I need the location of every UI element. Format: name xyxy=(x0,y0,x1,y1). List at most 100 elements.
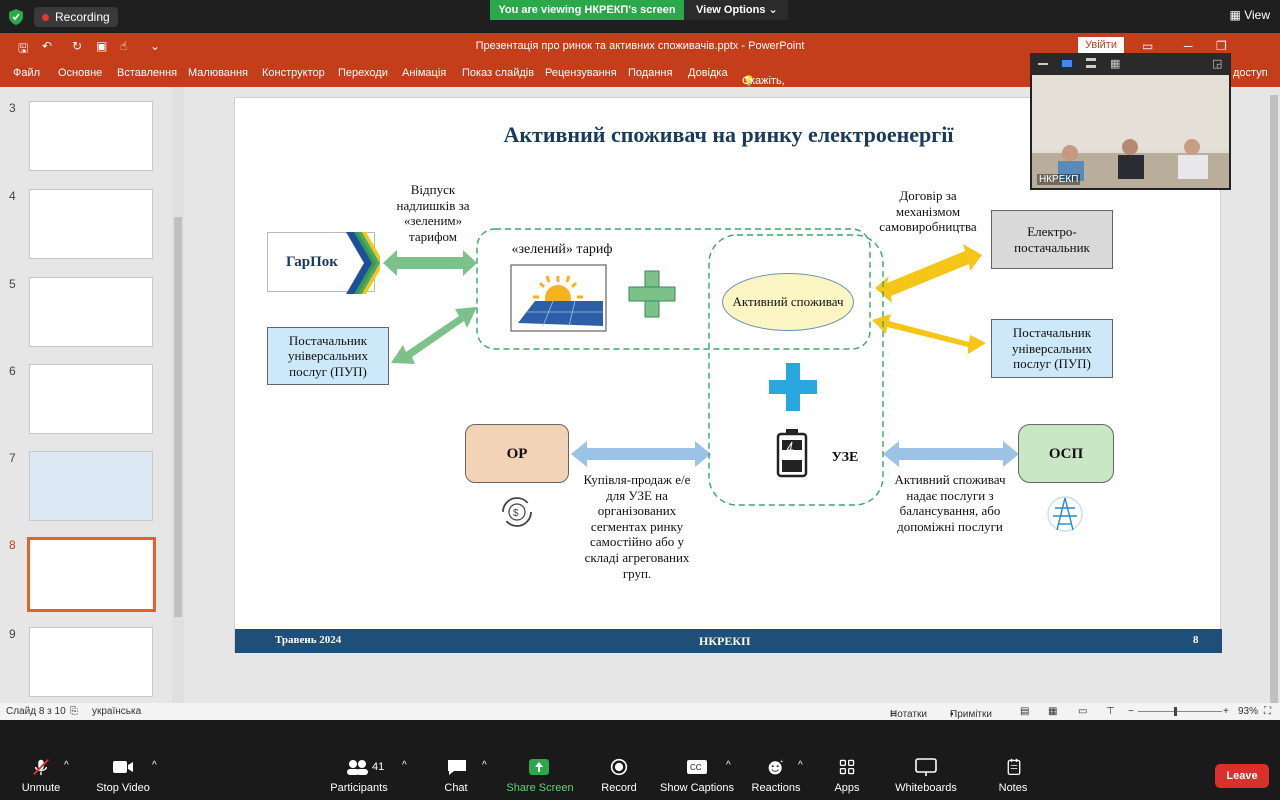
pup-right-label: Постачальник універсальних послуг (ПУП) xyxy=(1011,325,1093,372)
slide-thumbnail-5[interactable] xyxy=(29,277,153,347)
chat-icon[interactable] xyxy=(446,758,468,776)
pip-icon[interactable]: ◲ xyxy=(1212,58,1223,70)
share-screen-icon[interactable] xyxy=(528,758,550,776)
tab-home[interactable]: Основне xyxy=(58,67,103,79)
tab-review[interactable]: Рецензування xyxy=(545,67,617,79)
apps-icon[interactable] xyxy=(836,758,858,776)
thumb-number: 9 xyxy=(9,627,16,641)
sorter-view-icon[interactable]: ▦ xyxy=(1048,706,1058,717)
speaker-view-icon[interactable] xyxy=(1062,60,1072,67)
green-plus-icon xyxy=(628,270,676,318)
record-dot-icon xyxy=(42,13,49,21)
zoom-level[interactable]: 93% xyxy=(1238,706,1259,717)
tab-help[interactable]: Довідка xyxy=(688,67,728,79)
video-camera-icon[interactable] xyxy=(112,758,134,776)
audio-options-chevron-icon[interactable]: ^ xyxy=(64,760,69,771)
elektro-box: Електро-постачальник xyxy=(991,210,1113,269)
gallery-view-icon[interactable]: ▦ xyxy=(1110,58,1121,70)
view-button[interactable]: ▦ View xyxy=(1230,8,1270,22)
slide-thumbnail-3[interactable] xyxy=(29,101,153,171)
chat-button[interactable]: Chat xyxy=(444,782,468,794)
whiteboard-icon[interactable] xyxy=(915,758,937,776)
zoom-slider[interactable] xyxy=(1138,711,1222,712)
thumb-number: 4 xyxy=(9,189,16,203)
record-icon[interactable] xyxy=(608,758,630,776)
captions-chevron-icon[interactable]: ^ xyxy=(726,760,731,771)
window-title: Презентація про ринок та активних спожив… xyxy=(475,40,805,52)
osp-label: ОСП xyxy=(1048,445,1084,462)
notes-icon[interactable] xyxy=(1003,758,1025,776)
scroll-thumb[interactable] xyxy=(1270,95,1278,705)
footer-page: 8 xyxy=(1193,634,1199,646)
captions-icon[interactable]: CC xyxy=(686,758,708,776)
language-label[interactable]: українська xyxy=(92,706,142,717)
camera-toolbar: ▦ ◲ xyxy=(1030,53,1231,75)
recording-indicator[interactable]: Recording xyxy=(34,7,118,27)
apps-button[interactable]: Apps xyxy=(834,782,860,794)
ribbon-display-icon[interactable]: ▭ xyxy=(1142,39,1154,53)
fit-slide-icon[interactable]: ⛶ xyxy=(1264,706,1271,717)
reactions-button[interactable]: Reactions xyxy=(751,782,801,794)
view-options-button[interactable]: View Options ⌄ xyxy=(684,0,788,20)
zoom-out-icon[interactable]: − xyxy=(1128,706,1134,717)
save-icon[interactable]: 🖫 xyxy=(18,41,29,55)
tab-file[interactable]: Файл xyxy=(13,67,41,79)
minimize-icon[interactable]: ─ xyxy=(1184,39,1193,53)
garpok-chevron-icon xyxy=(346,232,380,294)
leave-button[interactable]: Leave xyxy=(1215,764,1269,788)
camera-thumbnail[interactable]: ▦ ◲ НКРЕКП xyxy=(1030,53,1231,190)
share-button[interactable]: доступ xyxy=(1233,67,1268,79)
signin-button[interactable]: Увійти xyxy=(1078,37,1124,54)
reading-view-icon[interactable]: ▭ xyxy=(1078,706,1088,717)
record-button[interactable]: Record xyxy=(601,782,637,794)
tab-animations[interactable]: Анімація xyxy=(402,67,447,79)
redo-icon[interactable]: ↻ xyxy=(72,39,83,53)
slide-thumbnail-9[interactable] xyxy=(29,627,153,697)
stop-video-button[interactable]: Stop Video xyxy=(96,782,150,794)
unmute-button[interactable]: Unmute xyxy=(21,782,61,794)
customize-icon[interactable]: ⌄ xyxy=(150,39,161,53)
slide-thumbnail-6[interactable] xyxy=(29,364,153,434)
slideshow-icon[interactable]: ▣ xyxy=(96,39,108,53)
tab-slideshow[interactable]: Показ слайдів xyxy=(462,67,535,79)
canvas-scrollbar[interactable] xyxy=(1268,87,1280,705)
slideshow-view-icon[interactable]: ⊤ xyxy=(1106,706,1115,717)
pup-left-label: Постачальник універсальних послуг (ПУП) xyxy=(287,332,369,379)
slide-thumbnail-4[interactable] xyxy=(29,189,153,259)
normal-view-icon[interactable]: ▤ xyxy=(1020,706,1030,717)
restore-icon[interactable]: ❐ xyxy=(1216,39,1227,53)
pointer-icon[interactable]: ☝ xyxy=(120,39,128,53)
participants-chevron-icon[interactable]: ^ xyxy=(402,760,407,771)
thumb-number: 8 xyxy=(9,538,16,552)
tab-view[interactable]: Подання xyxy=(628,67,673,79)
shield-icon[interactable] xyxy=(9,9,23,25)
captions-button[interactable]: Show Captions xyxy=(660,782,734,794)
spellcheck-icon[interactable]: ⎘ xyxy=(70,706,78,717)
thumbnail-scrollbar[interactable] xyxy=(172,87,184,703)
tab-insert[interactable]: Вставлення xyxy=(117,67,178,79)
elektro-label: Електро-постачальник xyxy=(1014,223,1090,255)
notes-button[interactable]: Notes xyxy=(998,782,1028,794)
zoom-slider-thumb[interactable] xyxy=(1174,707,1177,716)
chat-chevron-icon[interactable]: ^ xyxy=(482,760,487,771)
zoom-in-icon[interactable]: + xyxy=(1223,706,1229,717)
video-options-chevron-icon[interactable]: ^ xyxy=(152,760,157,771)
scroll-thumb[interactable] xyxy=(174,217,182,617)
slide-thumbnail-7[interactable] xyxy=(29,451,153,521)
tab-transitions[interactable]: Переходи xyxy=(338,67,388,79)
whiteboards-button[interactable]: Whiteboards xyxy=(895,782,957,794)
slide-thumbnail-8[interactable] xyxy=(27,537,156,612)
reactions-icon[interactable]: + xyxy=(765,758,787,776)
participants-icon[interactable] xyxy=(346,758,368,776)
thumb-number: 6 xyxy=(9,364,16,378)
tab-design[interactable]: Конструктор xyxy=(262,67,325,79)
participants-button[interactable]: Participants xyxy=(330,782,388,794)
undo-icon[interactable]: ↶ xyxy=(42,39,53,53)
muted-mic-icon[interactable] xyxy=(30,758,52,776)
vidpusk-label: Відпуск надлишків за «зеленим» тарифом xyxy=(396,182,470,244)
tab-draw[interactable]: Малювання xyxy=(188,67,249,79)
reactions-chevron-icon[interactable]: ^ xyxy=(798,760,803,771)
share-screen-button[interactable]: Share Screen xyxy=(506,782,574,794)
minimize-video-icon[interactable] xyxy=(1038,63,1048,65)
strip-view-icon[interactable] xyxy=(1086,58,1096,68)
